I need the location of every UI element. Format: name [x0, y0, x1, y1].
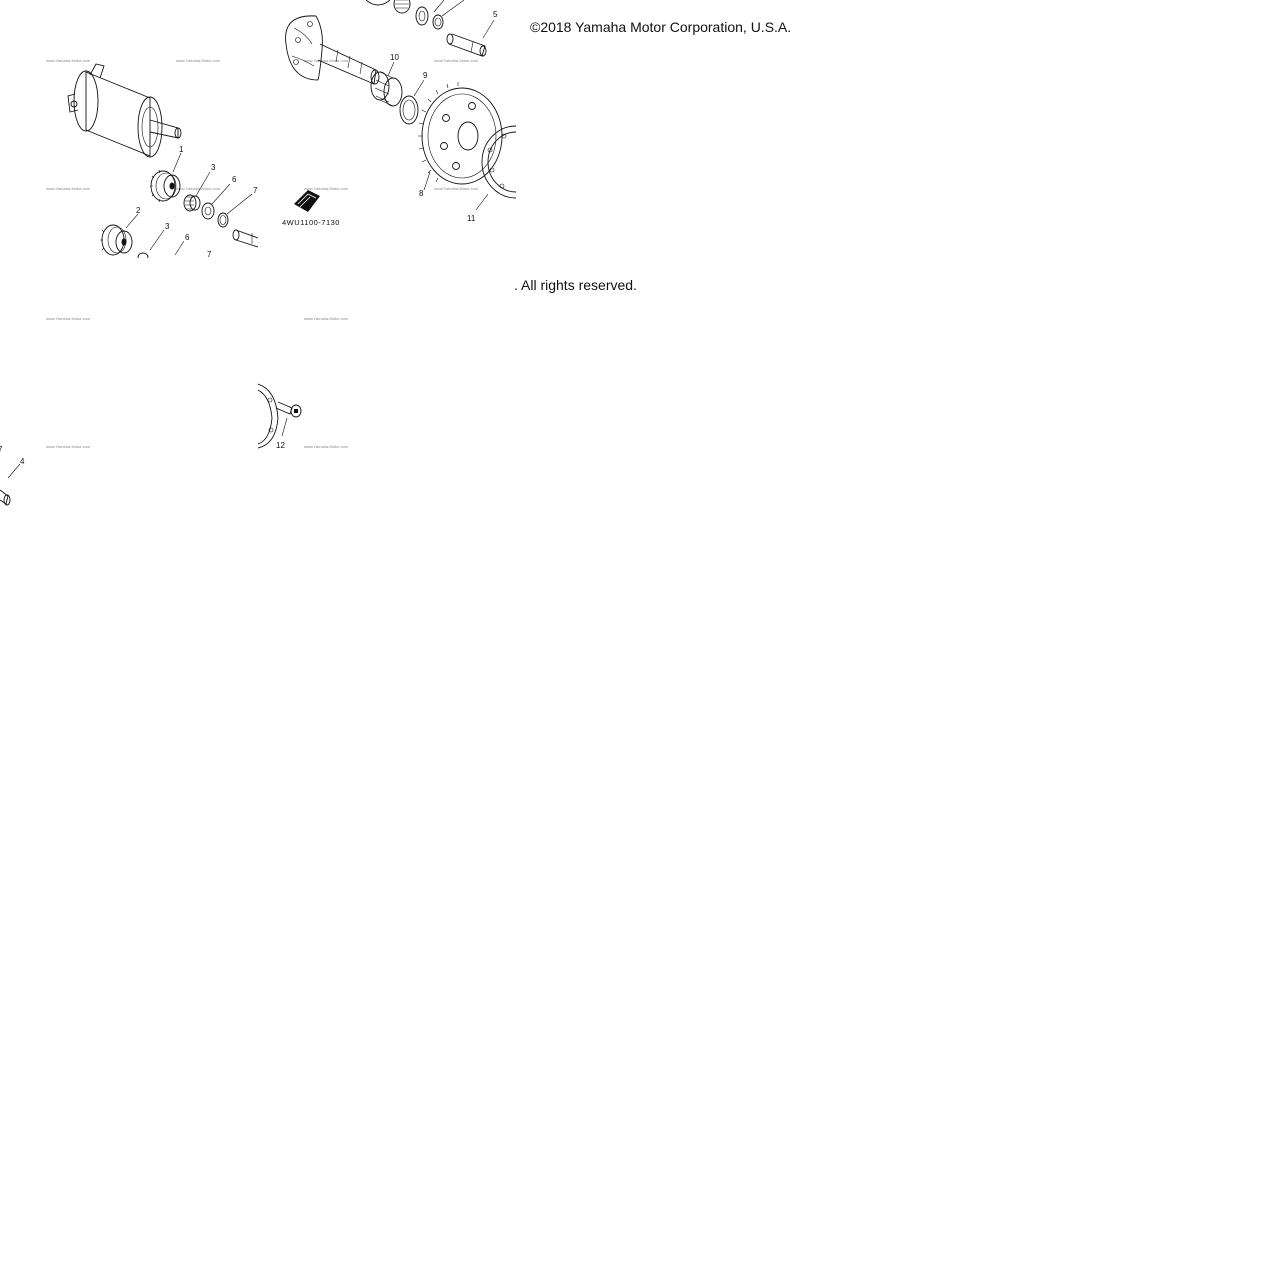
watermark: www.Yamaha-Motor.com: [434, 186, 479, 191]
callout-2: 2: [136, 206, 141, 215]
gear-1-drawing: 1: [150, 145, 184, 203]
watermark: www.Yamaha-Motor.com: [304, 58, 349, 63]
callout-12: 12: [276, 441, 285, 450]
callout-6b: 6: [185, 233, 190, 242]
callout-1: 1: [179, 145, 184, 154]
watermark: www.Yamaha-Motor.com: [304, 186, 349, 191]
washer-9-drawing: 9: [399, 71, 428, 125]
rights-text: . All rights reserved.: [514, 277, 637, 293]
callout-3b: 3: [165, 222, 170, 231]
callout-10: 10: [390, 53, 399, 62]
watermark: www.Yamaha-Motor.com: [304, 444, 349, 449]
diagram-tile-starter-motor: www.Yamaha-Motor.com www.Yamaha-Motor.co…: [0, 0, 258, 258]
watermark: www.Yamaha-Motor.com: [46, 58, 91, 63]
gear-2-drawing: 2: [100, 206, 141, 256]
watermark: www.Yamaha-Motor.com: [176, 58, 221, 63]
diagram-tile-lower-left: www.Yamaha-Motor.com www.Yamaha-Motor.co…: [0, 258, 258, 516]
watermark: www.Yamaha-Motor.com: [46, 444, 91, 449]
starter-motor-drawing: [67, 63, 182, 158]
callout-7c: 7: [0, 445, 3, 454]
callout-9: 9: [423, 71, 428, 80]
clutch-edge-drawing: [258, 383, 279, 449]
callout-6a: 6: [232, 175, 237, 184]
bearing-3-drawing: 3: [183, 163, 216, 212]
callout-3a: 3: [211, 163, 216, 172]
callout-11: 11: [467, 214, 476, 223]
diagram-tile-lower-middle: www.Yamaha-Motor.com www.Yamaha-Motor.co…: [258, 258, 382, 516]
callout-5: 5: [493, 10, 498, 19]
clutch-hub-drawing: [285, 15, 380, 85]
watermark: www.Yamaha-Motor.com: [304, 316, 349, 321]
callout-8: 8: [419, 189, 424, 198]
watermark: www.Yamaha-Motor.com: [434, 58, 479, 63]
circlip-7-drawing: 7: [217, 186, 258, 228]
starter-gear-8-drawing: 8: [418, 82, 503, 198]
shaft-4-lower-drawing: 7 4: [0, 445, 25, 506]
diagram-tile-starter-clutch: www.Yamaha-Motor.com www.Yamaha-Motor.co…: [258, 0, 516, 258]
part-number: 4WU1100-7130: [282, 218, 340, 227]
shaft-4-drawing: [232, 229, 258, 248]
top-cut-parts-drawing: [365, 0, 465, 30]
one-way-clutch-11-drawing: 11: [467, 125, 516, 223]
callout-4: 4: [20, 457, 25, 466]
callout-7b: 7: [207, 250, 212, 258]
needle-bearing-10-drawing: 10: [370, 53, 403, 107]
washer-6-drawing: 6: [201, 175, 237, 220]
shaft-5-drawing: 5: [446, 10, 498, 57]
book-icon: [294, 190, 320, 212]
bolt-12-drawing: 12: [275, 401, 302, 450]
watermark: www.Yamaha-Motor.com: [46, 186, 91, 191]
copyright-text: ©2018 Yamaha Motor Corporation, U.S.A.: [530, 19, 792, 35]
watermark: www.Yamaha-Motor.com: [46, 316, 91, 321]
lower-parts-drawing: 3 6 7: [137, 222, 212, 258]
watermark: www.Yamaha-Motor.com: [176, 186, 221, 191]
callout-7a: 7: [253, 186, 258, 195]
